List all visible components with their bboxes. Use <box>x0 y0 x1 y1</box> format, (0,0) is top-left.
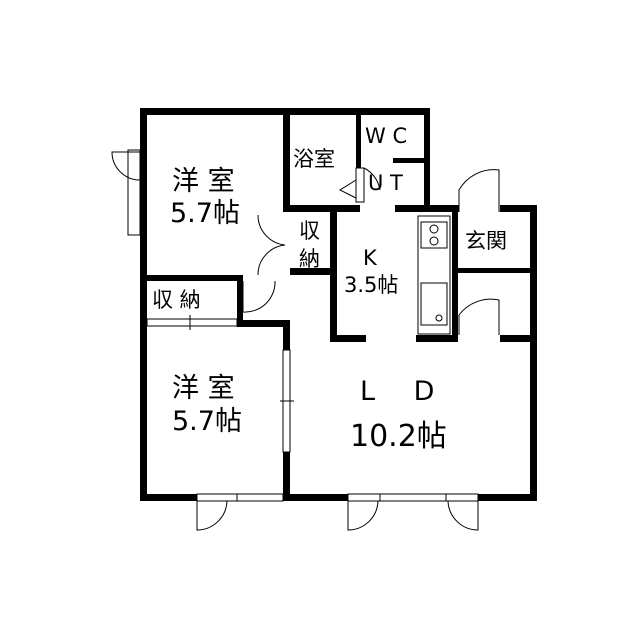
windows-and-doors <box>111 149 500 531</box>
room-size-living-dining: 10.2帖 <box>350 419 447 454</box>
room-name-entrance: 玄関 <box>465 229 507 253</box>
room-name-living-dining: L D <box>360 376 434 407</box>
room-size-western-2: 5.7帖 <box>172 406 242 437</box>
room-name-kitchen: K <box>363 246 378 270</box>
room-labels: 洋 室 5.7帖 浴室 W C U T 収 納 K 3.5帖 玄関 収 納 洋 … <box>152 124 507 454</box>
room-name-western-1: 洋 室 <box>172 166 235 197</box>
kitchen-fixtures <box>417 215 451 335</box>
walls <box>140 108 537 501</box>
stove-icon <box>420 221 448 249</box>
storage-middle-line2: 納 <box>299 247 320 271</box>
storage-left: 収 納 <box>152 288 201 312</box>
room-name-bathroom: 浴室 <box>293 147 335 171</box>
storage-middle-line1: 収 <box>299 219 320 243</box>
room-name-toilet: W C <box>365 124 407 148</box>
room-size-kitchen: 3.5帖 <box>344 273 398 297</box>
room-name-utility: U T <box>368 171 403 195</box>
room-name-western-2: 洋 室 <box>172 373 235 404</box>
room-size-western-1: 5.7帖 <box>170 198 240 229</box>
sink-icon <box>420 282 448 326</box>
